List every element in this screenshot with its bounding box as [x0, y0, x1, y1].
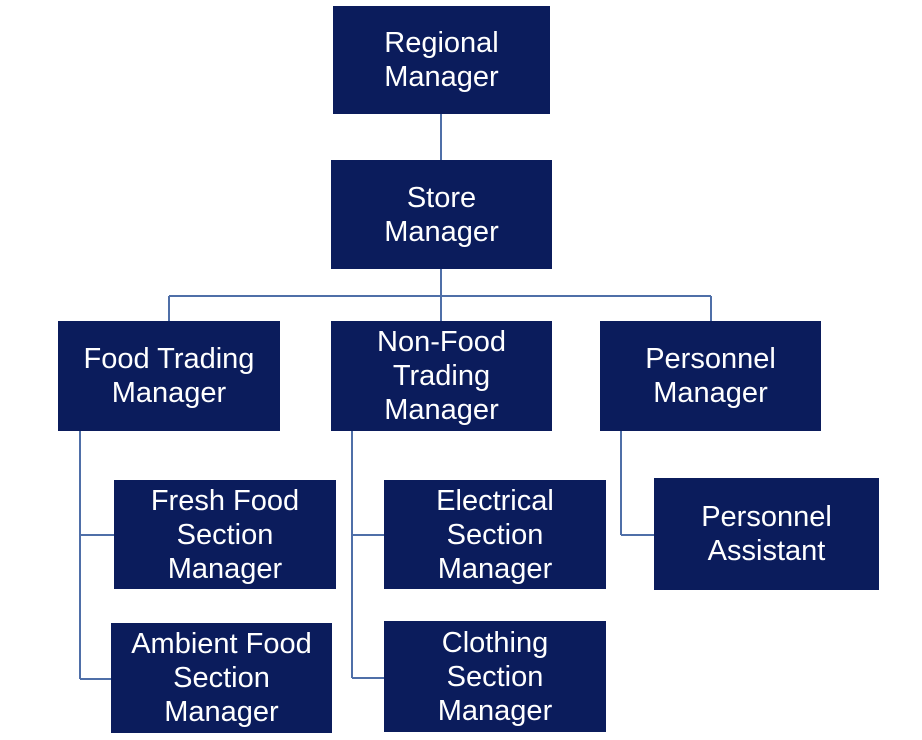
fresh-food-section-manager-node: Fresh Food Section Manager	[114, 480, 336, 589]
clothing-section-manager-node: Clothing Section Manager	[384, 621, 606, 732]
non-food-trading-manager-node: Non-Food Trading Manager	[331, 321, 552, 431]
personnel-manager-node: Personnel Manager	[600, 321, 821, 431]
store-manager-node: Store Manager	[331, 160, 552, 269]
regional-manager-node: Regional Manager	[333, 6, 550, 114]
electrical-section-manager-node: Electrical Section Manager	[384, 480, 606, 589]
personnel-assistant-node: Personnel Assistant	[654, 478, 879, 590]
food-trading-manager-node: Food Trading Manager	[58, 321, 280, 431]
ambient-food-section-manager-node: Ambient Food Section Manager	[111, 623, 332, 733]
